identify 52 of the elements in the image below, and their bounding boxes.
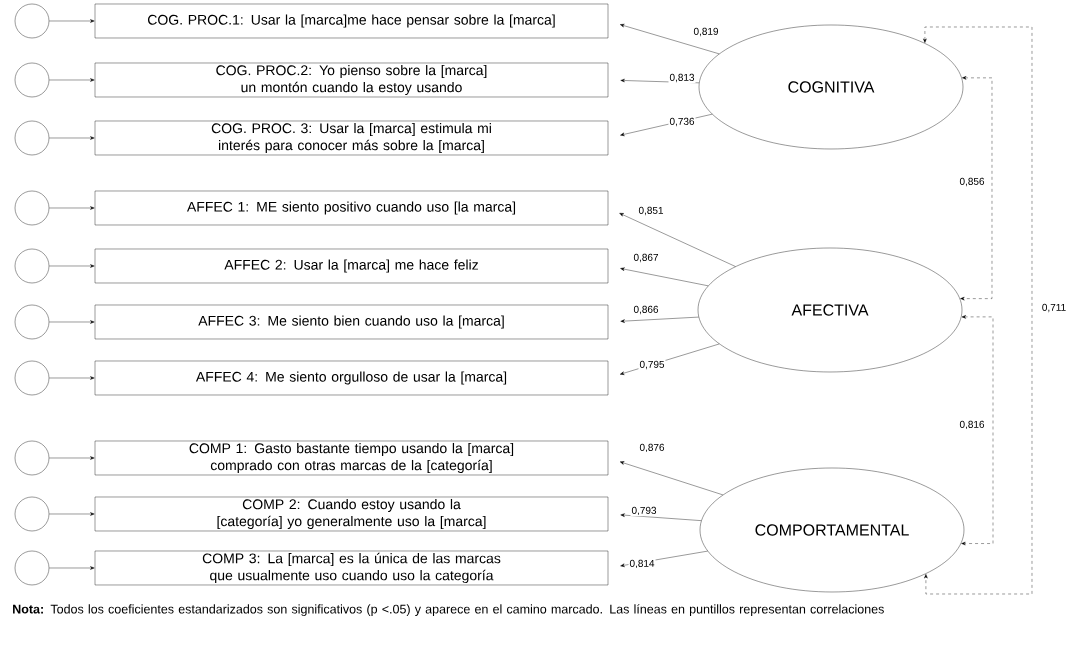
error-circle <box>14 304 50 340</box>
item-box: AFFEC 2: Usar la [marca] me hace feliz <box>94 248 609 284</box>
item-box: AFFEC 4: Me siento orgulloso de usar la [marca] <box>94 360 609 396</box>
edge-label: 0,793 <box>630 505 658 517</box>
item-box: COG. PROC.2: Yo pienso sobre la [marca] un montón cuando la estoy usando <box>94 62 609 98</box>
error-circle <box>14 62 50 98</box>
arrow <box>49 78 95 82</box>
arrow <box>49 264 95 268</box>
correlation-arrow <box>923 26 1033 595</box>
item-box: COG. PROC.1: Usar la [marca]me hace pensar sobre la [marca] <box>94 3 609 39</box>
edge-label: 0,795 <box>638 359 666 371</box>
edge-label: 0,814 <box>628 558 656 570</box>
loading-arrow <box>620 267 709 287</box>
edge-label: 0,711 <box>1040 302 1068 314</box>
error-circle <box>14 360 50 396</box>
item-box: COMP 3: La [marca] es la única de las marcas que usualmente uso cuando uso la categoría <box>94 550 609 586</box>
edge-label: 0,856 <box>958 176 986 188</box>
arrow <box>49 206 95 210</box>
edge-label: 0,851 <box>637 205 665 217</box>
error-circle <box>14 550 50 586</box>
arrow <box>49 566 95 570</box>
edge-label: 0,816 <box>958 419 986 431</box>
arrow <box>49 320 95 324</box>
arrow <box>49 136 95 140</box>
loading-arrow <box>619 461 724 496</box>
arrow <box>49 376 95 380</box>
correlation-arrow <box>961 315 994 546</box>
edge-label: 0,867 <box>632 252 660 264</box>
edge-label: 0,866 <box>632 304 660 316</box>
note-text: Nota: Todos los coeficientes estandarizados son significativos (p <.05) y aparece en el camino marcado. Las líneas en puntillos representan correlaciones <box>13 604 884 616</box>
item-box: COMP 2: Cuando estoy usando la [categoría] yo generalmente uso la [marca] <box>94 496 609 532</box>
error-circle <box>14 190 50 226</box>
item-box: AFFEC 3: Me siento bien cuando uso la [marca] <box>94 304 609 340</box>
error-circle <box>14 496 50 532</box>
edge-label: 0,876 <box>638 442 666 454</box>
loading-arrow <box>620 513 702 521</box>
item-box: AFFEC 1: ME siento positivo cuando uso [la marca] <box>94 190 609 226</box>
error-circle <box>14 120 50 156</box>
loading-arrow <box>620 23 720 55</box>
item-box: COMP 1: Gasto bastante tiempo usando la [marca] comprado con otras marcas de la [categoría] <box>94 440 609 476</box>
edge-label: 0,736 <box>668 116 696 128</box>
edge-label: 0,813 <box>668 72 696 84</box>
arrow <box>49 456 95 460</box>
error-circle <box>14 3 50 39</box>
loading-arrow <box>620 316 699 323</box>
error-circle <box>14 248 50 284</box>
arrow <box>49 512 95 516</box>
correlation-arrow <box>960 76 993 301</box>
error-circle <box>14 440 50 476</box>
loading-arrow <box>619 213 736 267</box>
arrow <box>49 19 95 23</box>
item-box: COG. PROC. 3: Usar la [marca] estimula mi interés para conocer más sobre la [marca] <box>94 120 609 156</box>
